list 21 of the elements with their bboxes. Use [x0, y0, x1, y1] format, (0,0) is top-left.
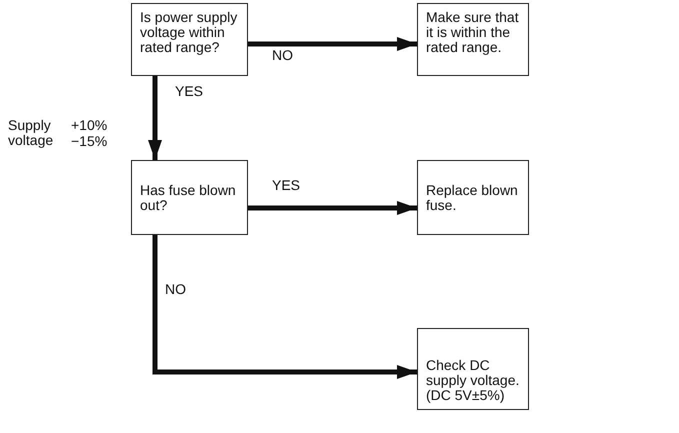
arrow	[152, 235, 417, 379]
edge-label: NO	[272, 48, 293, 63]
box-text: Has fuse blown out?	[140, 182, 237, 212]
tolerance-value: +10%	[71, 118, 108, 133]
process-box	[417, 160, 529, 235]
arrow	[248, 37, 417, 51]
process-box	[131, 3, 248, 76]
process-box	[131, 160, 248, 235]
box-text: Is power supply voltage within rated range?	[140, 10, 238, 55]
box-text: Make sure that it is within the rated range.	[426, 10, 520, 55]
edge-label: YES	[272, 178, 300, 193]
process-box	[417, 3, 529, 76]
box-text: Check DC supply voltage. (DC 5V±5%)	[426, 358, 520, 403]
box-text: Replace blown fuse.	[426, 182, 519, 212]
process-box	[417, 328, 529, 410]
arrow	[148, 76, 162, 160]
arrow	[248, 201, 417, 215]
tolerance-value: −15%	[71, 134, 108, 149]
note-text: Supply voltage	[8, 118, 54, 148]
edge-label: YES	[175, 84, 204, 99]
edge-label: NO	[165, 282, 186, 297]
